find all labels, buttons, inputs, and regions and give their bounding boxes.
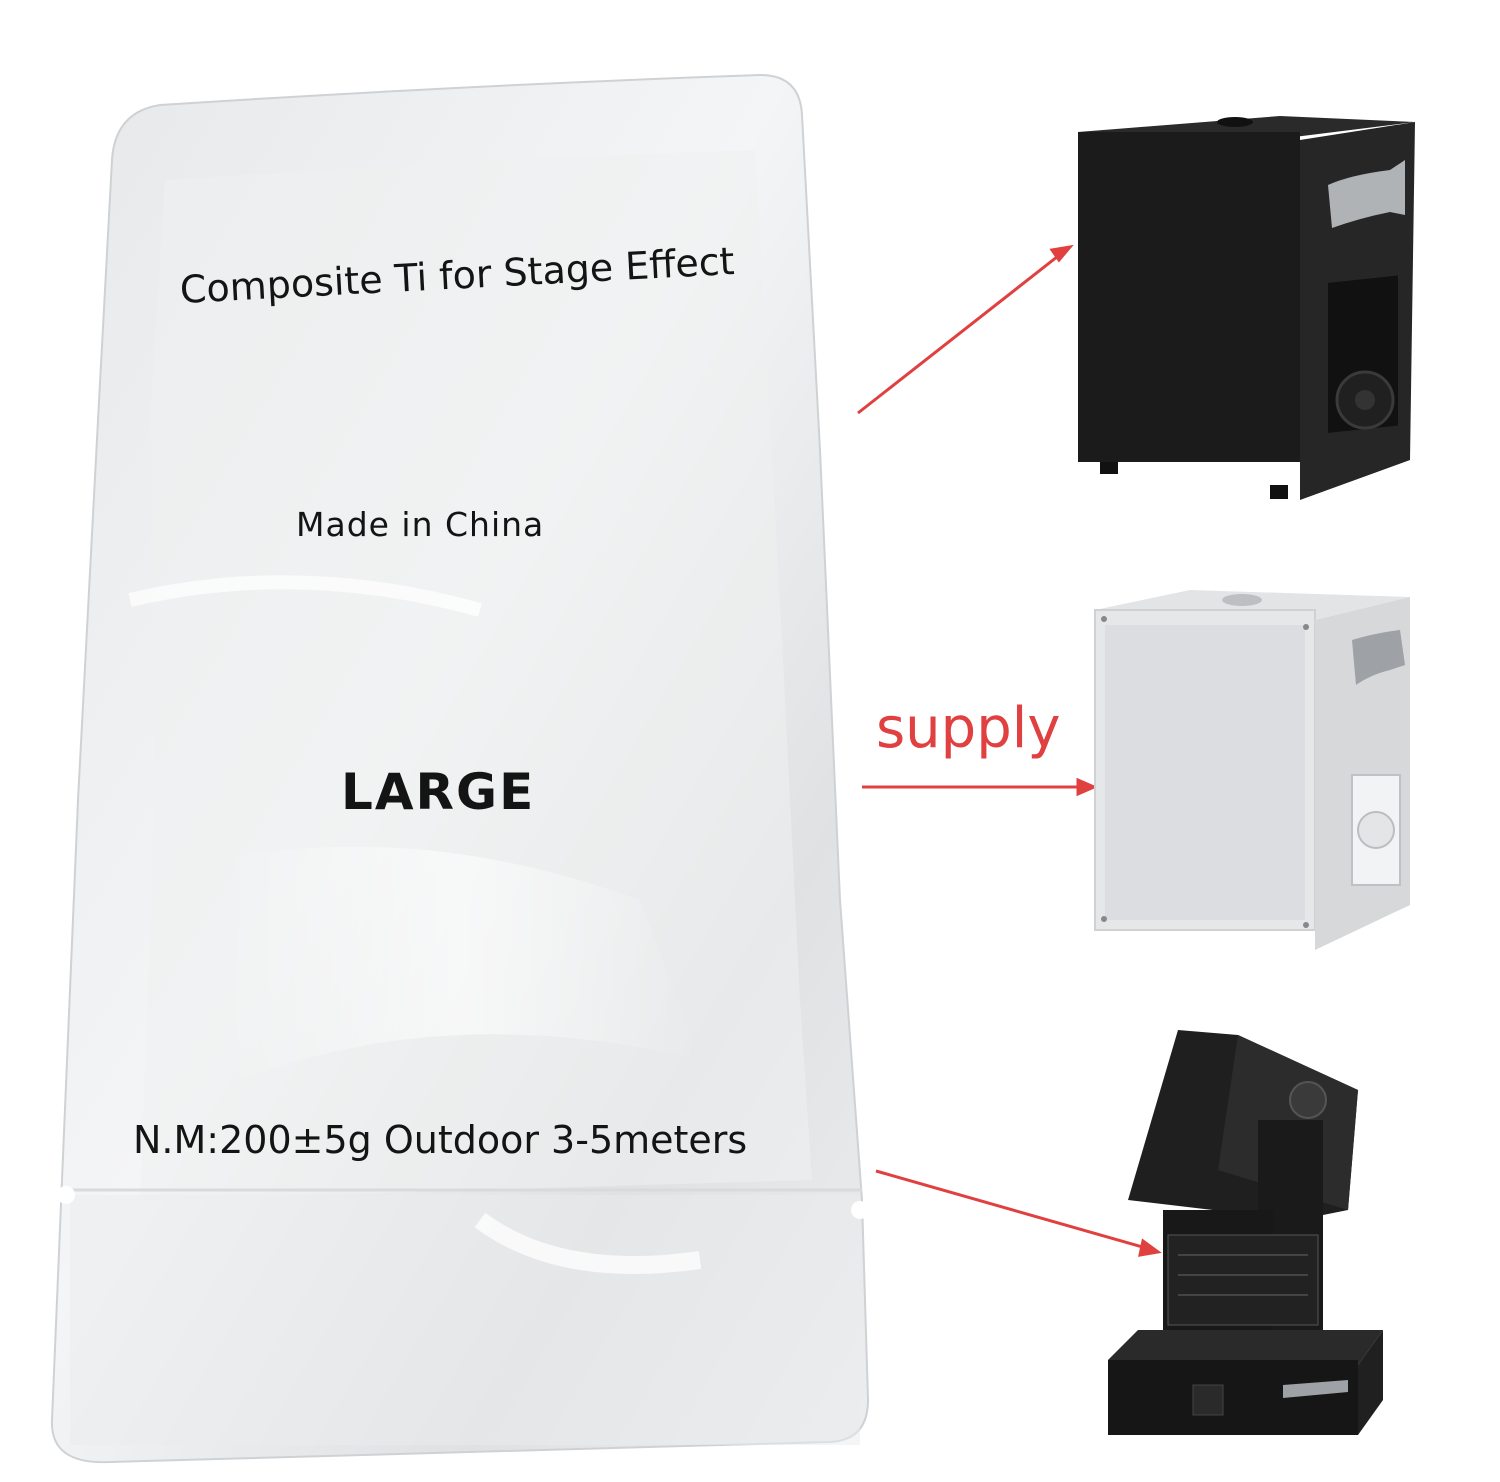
arrow-head-icon [1076, 777, 1098, 797]
pouch-origin: Made in China [296, 505, 545, 544]
pouch-spec: N.M:200±5g Outdoor 3-5meters [133, 1118, 748, 1162]
pouch-size-label: LARGE [341, 763, 536, 821]
arrow-head-icon [1049, 244, 1074, 263]
supply-label: supply [876, 696, 1061, 761]
arrow-to-moving-head-machine [875, 1169, 1147, 1250]
white-spark-machine [1094, 590, 1410, 950]
black-spark-machine [1078, 116, 1415, 500]
arrow-head-icon [1138, 1238, 1162, 1257]
arrow-to-black-machine [857, 251, 1063, 415]
moving-head-spark-machine [1108, 1030, 1383, 1435]
